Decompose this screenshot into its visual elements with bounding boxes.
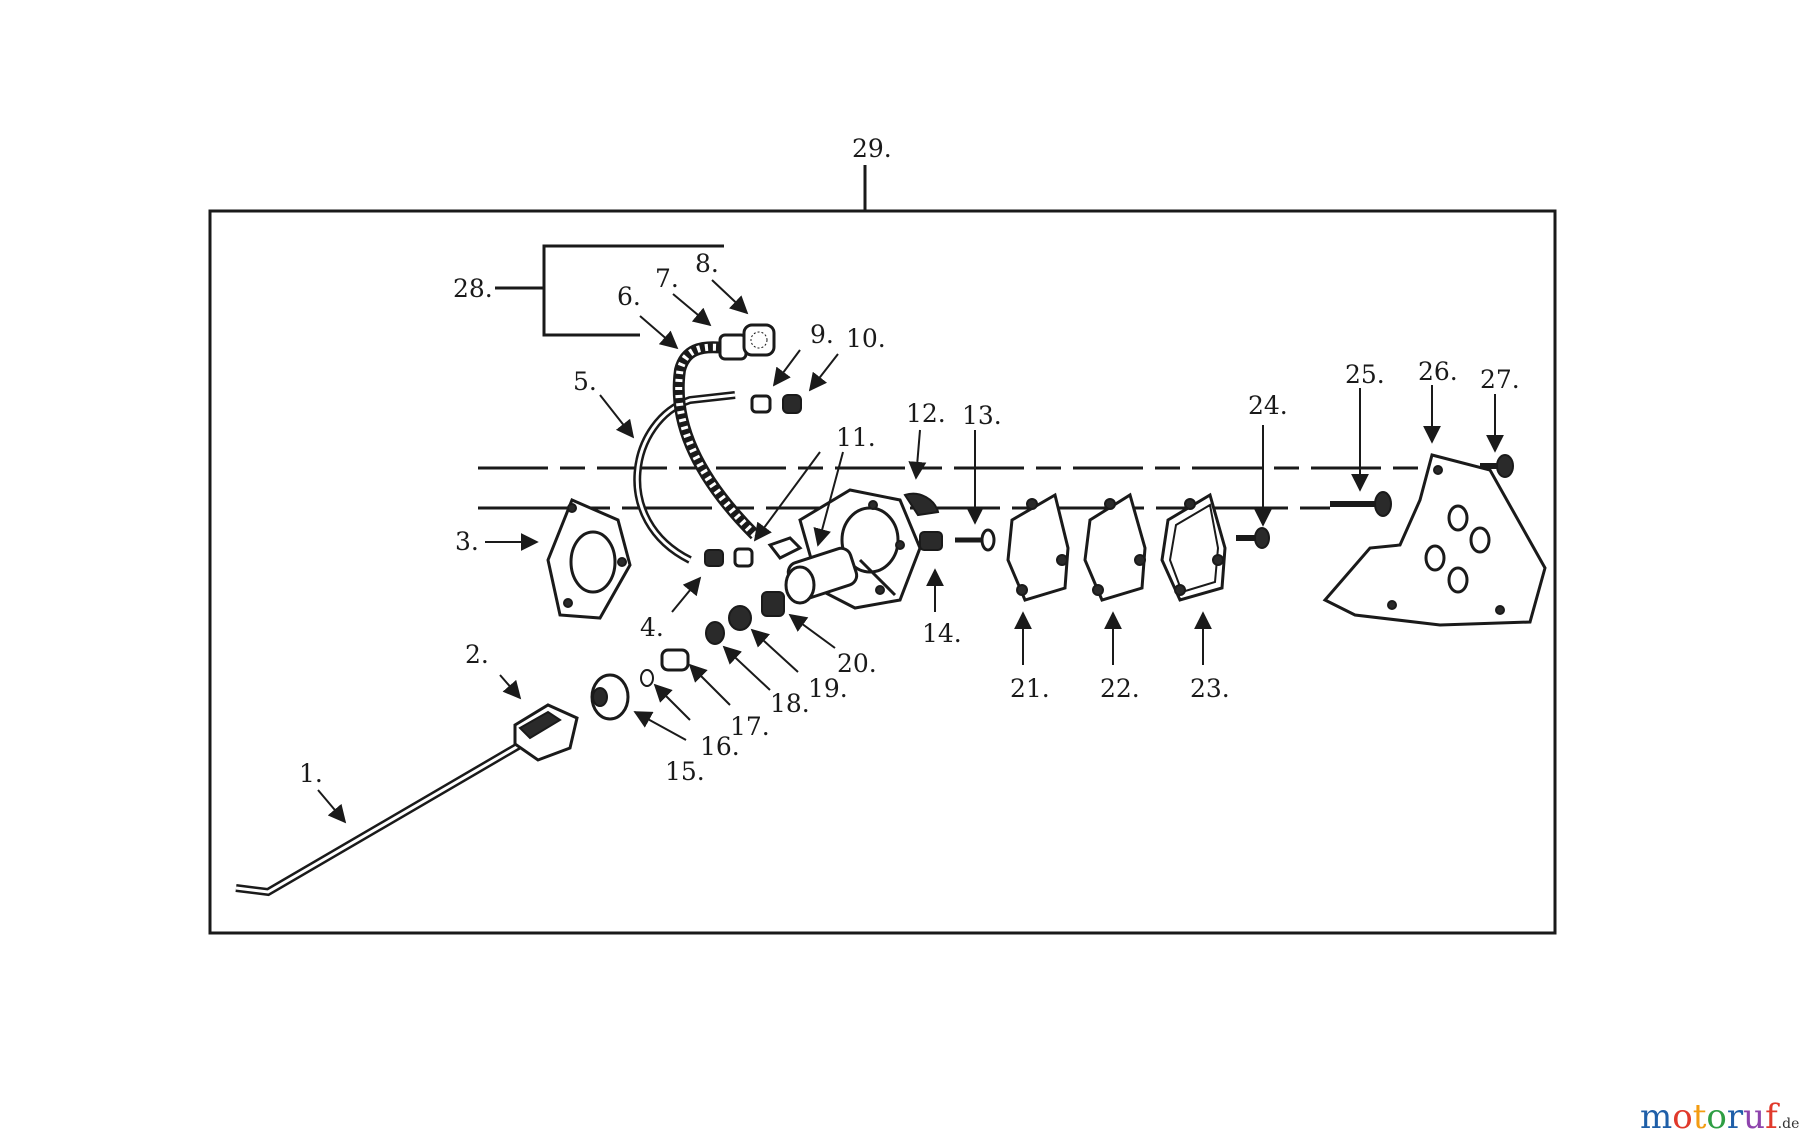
callout-11: 11. bbox=[836, 423, 876, 452]
callout-19: 19. bbox=[808, 674, 848, 703]
pulley-part bbox=[590, 673, 630, 721]
diaphragm-23-part bbox=[1160, 492, 1227, 602]
callout-26: 26. bbox=[1418, 357, 1458, 386]
valve-flap-part bbox=[903, 492, 940, 517]
pump-body-part bbox=[784, 488, 922, 610]
callout-3: 3. bbox=[455, 527, 479, 556]
callout-17: 17. bbox=[730, 712, 770, 741]
callout-10: 10. bbox=[846, 324, 886, 353]
watermark-letter: t bbox=[1693, 1097, 1707, 1137]
watermark-logo: motoruf.de bbox=[1640, 1097, 1799, 1137]
fitting-4b-part bbox=[733, 547, 754, 568]
callout-4: 4. bbox=[640, 613, 664, 642]
fitting-4a-part bbox=[704, 549, 724, 567]
callout-25: 25. bbox=[1345, 360, 1385, 389]
watermark-letter: f bbox=[1765, 1097, 1780, 1137]
screw-25-part bbox=[1330, 491, 1392, 517]
watermark-letter: m bbox=[1640, 1097, 1672, 1137]
cover-plate-part bbox=[1322, 453, 1547, 627]
bushing-part bbox=[660, 648, 690, 672]
fitting-10-part bbox=[782, 394, 802, 414]
callout-15: 15. bbox=[665, 757, 705, 786]
watermark-letter: o bbox=[1706, 1097, 1726, 1137]
seal-part bbox=[728, 605, 752, 631]
callout-arrows bbox=[317, 279, 1504, 824]
subassembly-bracket bbox=[542, 244, 724, 337]
gasket-part bbox=[546, 498, 632, 620]
coil-spring-part bbox=[761, 591, 785, 617]
hose-fitting-part bbox=[718, 333, 748, 361]
watermark-letter: u bbox=[1743, 1097, 1765, 1137]
callout-22: 22. bbox=[1100, 674, 1140, 703]
callout-18: 18. bbox=[770, 689, 810, 718]
callout-27: 27. bbox=[1480, 365, 1520, 394]
callout-6: 6. bbox=[617, 282, 641, 311]
diaphragm-21-part bbox=[1006, 492, 1070, 602]
callout-24: 24. bbox=[1248, 391, 1288, 420]
callout-14: 14. bbox=[922, 619, 962, 648]
pin-part bbox=[955, 528, 996, 552]
washer-part bbox=[705, 621, 725, 645]
bracket-part bbox=[513, 703, 579, 762]
assembly-frame bbox=[208, 209, 1557, 935]
callout-21: 21. bbox=[1010, 674, 1050, 703]
diaphragm-22-part bbox=[1083, 492, 1147, 602]
callout-2: 2. bbox=[465, 640, 489, 669]
callout-20: 20. bbox=[837, 649, 877, 678]
watermark-suffix: .de bbox=[1778, 1116, 1800, 1132]
callout-28: 28. bbox=[453, 274, 493, 303]
callout-29: 29. bbox=[852, 134, 892, 163]
watermark-letter: r bbox=[1727, 1097, 1744, 1137]
callout-7: 7. bbox=[655, 264, 679, 293]
fitting-9-part bbox=[750, 394, 772, 414]
callout-1: 1. bbox=[299, 759, 323, 788]
callout-16: 16. bbox=[700, 732, 740, 761]
nozzle-part bbox=[767, 536, 803, 560]
ring-part bbox=[640, 669, 654, 687]
callout-5: 5. bbox=[573, 367, 597, 396]
screw-27-part bbox=[1480, 454, 1514, 478]
spring-part bbox=[919, 531, 943, 551]
callout-13: 13. bbox=[962, 401, 1002, 430]
callout-9: 9. bbox=[810, 320, 834, 349]
watermark-letter: o bbox=[1672, 1097, 1692, 1137]
filter-part bbox=[742, 323, 776, 357]
callout-23: 23. bbox=[1190, 674, 1230, 703]
callout-12: 12. bbox=[906, 399, 946, 428]
rod-part bbox=[235, 741, 523, 897]
callout-8: 8. bbox=[695, 249, 719, 278]
screw-24-part bbox=[1236, 527, 1270, 549]
